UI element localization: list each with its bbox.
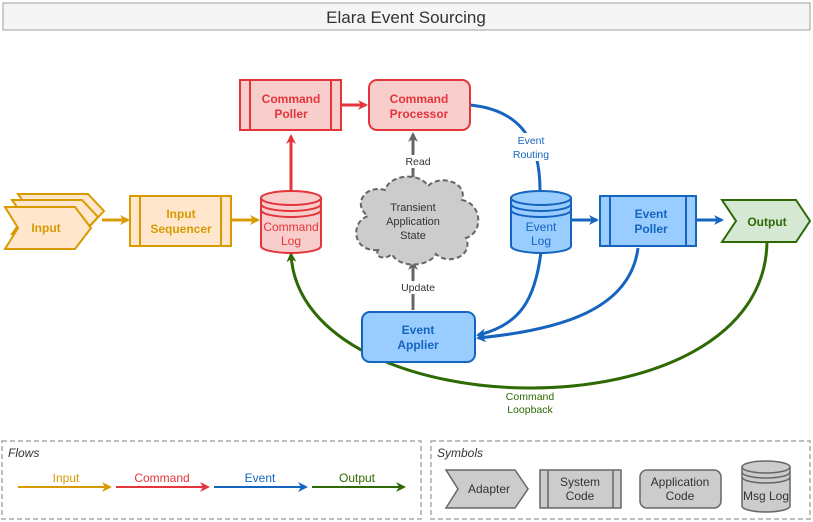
event-poller-label-line1: Event bbox=[635, 207, 668, 221]
input-sequencer-label-line2: Sequencer bbox=[150, 222, 212, 236]
loopback-label-line1: Command bbox=[506, 391, 555, 403]
legend-flow-output: Output bbox=[312, 471, 406, 492]
legend-symbol-adapter: Adapter bbox=[444, 469, 529, 509]
legend-system-code-line2: Code bbox=[566, 489, 595, 503]
legend-flow-command: Command bbox=[116, 471, 210, 492]
edge-label-update: Update bbox=[397, 281, 439, 294]
command-processor-label-line2: Processor bbox=[390, 107, 449, 121]
legend-application-code-line1: Application bbox=[651, 475, 710, 489]
transient-state-label-line3: State bbox=[400, 230, 426, 242]
legend-application-code-line2: Code bbox=[666, 489, 695, 503]
transient-state-label-line2: Application bbox=[386, 216, 440, 228]
input-label: Input bbox=[31, 221, 60, 235]
legend-flow-event-label: Event bbox=[245, 471, 276, 485]
legend-flow-command-label: Command bbox=[134, 471, 189, 485]
edge-event-poller-to-applier bbox=[476, 247, 640, 343]
event-applier-label-line1: Event bbox=[402, 323, 435, 337]
node-event-applier[interactable]: Event Applier bbox=[361, 311, 476, 363]
legend-symbols: Symbols Adapter System Code Application … bbox=[430, 440, 811, 520]
edge-label-read: Read bbox=[402, 155, 434, 168]
legend-flow-event: Event bbox=[214, 471, 308, 492]
node-input[interactable]: Input bbox=[3, 193, 106, 250]
edge-label-event-routing: Event Routing bbox=[509, 133, 553, 161]
node-event-poller[interactable]: Event Poller bbox=[599, 195, 697, 247]
edge-label-command-loopback: Command Loopback bbox=[503, 390, 557, 416]
edge-command-loopback bbox=[286, 239, 769, 390]
legend-msg-log-label: Msg Log bbox=[743, 489, 789, 503]
event-poller-label-line2: Poller bbox=[634, 222, 668, 236]
event-log-label-line1: Event bbox=[526, 220, 557, 234]
edge-processor-to-event-log bbox=[469, 103, 542, 191]
legend-flow-input-label: Input bbox=[53, 471, 80, 485]
read-label: Read bbox=[405, 156, 430, 168]
update-label: Update bbox=[401, 282, 435, 294]
edge-event-log-to-applier bbox=[476, 251, 543, 339]
event-applier-label-line2: Applier bbox=[397, 338, 439, 352]
symbols-title: Symbols bbox=[437, 446, 483, 460]
transient-state-label-line1: Transient bbox=[390, 202, 435, 214]
loopback-label-line2: Loopback bbox=[507, 404, 553, 416]
input-sequencer-label-line1: Input bbox=[166, 207, 195, 221]
node-event-log[interactable]: Event Log bbox=[510, 190, 572, 254]
event-log-label-line2: Log bbox=[531, 234, 551, 248]
flows-title: Flows bbox=[8, 446, 39, 460]
command-log-label-line1: Command bbox=[263, 220, 318, 234]
title-bar: Elara Event Sourcing bbox=[2, 2, 811, 31]
node-command-log[interactable]: Command Log bbox=[260, 190, 322, 254]
output-label: Output bbox=[747, 215, 786, 229]
event-routing-label-line1: Event bbox=[518, 135, 545, 147]
node-output[interactable]: Output bbox=[720, 199, 812, 243]
command-processor-label-line1: Command bbox=[390, 92, 449, 106]
legend-symbol-system-code: System Code bbox=[539, 469, 622, 509]
legend-system-code-line1: System bbox=[560, 475, 600, 489]
node-input-sequencer[interactable]: Input Sequencer bbox=[129, 195, 232, 247]
legend-adapter-label: Adapter bbox=[468, 482, 510, 496]
event-routing-label-line2: Routing bbox=[513, 149, 549, 161]
legend-flows: Flows Input Command Event Output bbox=[1, 440, 422, 520]
page-title: Elara Event Sourcing bbox=[326, 8, 486, 27]
legend-symbol-msg-log: Msg Log bbox=[741, 460, 791, 513]
legend-flow-input: Input bbox=[18, 471, 112, 492]
command-log-label-line2: Log bbox=[281, 234, 301, 248]
command-poller-label-line1: Command bbox=[262, 92, 321, 106]
legend-symbol-application-code: Application Code bbox=[639, 469, 722, 509]
command-poller-label-line2: Poller bbox=[274, 107, 308, 121]
node-command-processor[interactable]: Command Processor bbox=[368, 79, 471, 131]
node-command-poller[interactable]: Command Poller bbox=[239, 79, 342, 131]
legend-flow-output-label: Output bbox=[339, 471, 376, 485]
node-transient-state[interactable]: Transient Application State bbox=[355, 175, 480, 266]
